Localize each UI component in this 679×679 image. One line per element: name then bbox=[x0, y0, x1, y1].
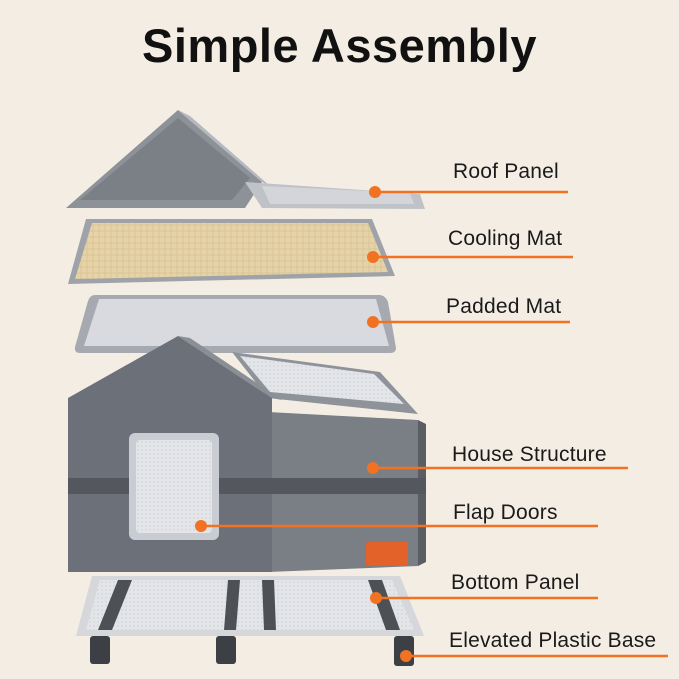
label-padded-mat: Padded Mat bbox=[446, 295, 562, 318]
padded-mat-part bbox=[74, 295, 396, 353]
callout-roof-panel bbox=[369, 186, 568, 198]
callout-house-structure bbox=[367, 462, 628, 474]
page-title: Simple Assembly bbox=[142, 19, 537, 72]
label-elevated-plastic-base: Elevated Plastic Base bbox=[449, 629, 657, 652]
label-bottom-panel: Bottom Panel bbox=[451, 571, 580, 594]
label-roof-panel: Roof Panel bbox=[453, 160, 559, 183]
label-house-structure: House Structure bbox=[452, 443, 607, 466]
callout-cooling-mat bbox=[367, 251, 573, 263]
roof-panel-part bbox=[66, 110, 425, 209]
elevated-plastic-base-part bbox=[90, 636, 414, 666]
bottom-panel-part bbox=[76, 576, 424, 636]
callout-flap-doors bbox=[195, 520, 598, 532]
house-structure-part bbox=[68, 336, 426, 572]
callout-padded-mat bbox=[367, 316, 570, 328]
callout-bottom-panel bbox=[370, 592, 598, 604]
label-cooling-mat: Cooling Mat bbox=[448, 227, 563, 250]
label-flap-doors: Flap Doors bbox=[453, 501, 558, 524]
callout-elevated-plastic-base bbox=[400, 650, 668, 662]
cooling-mat-part bbox=[68, 219, 395, 284]
